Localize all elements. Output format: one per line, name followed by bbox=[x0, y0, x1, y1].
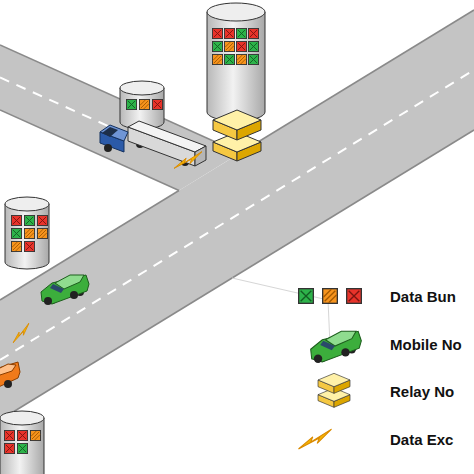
road bbox=[0, 10, 474, 420]
mobile-node bbox=[0, 362, 20, 390]
data-buffer bbox=[0, 411, 44, 474]
data-buffer bbox=[5, 197, 49, 269]
legend-text: Relay No bbox=[390, 383, 454, 401]
data-buffer bbox=[207, 3, 265, 121]
legend-sample bbox=[299, 429, 332, 449]
data-exchange bbox=[174, 152, 202, 169]
legend-sample bbox=[318, 373, 350, 407]
faint-line bbox=[232, 278, 330, 345]
legend-text: Data Exc bbox=[390, 431, 453, 449]
legend-sample bbox=[299, 289, 362, 304]
data-exchange bbox=[8, 323, 33, 343]
legend-text: Mobile No bbox=[390, 336, 462, 354]
mobile-node bbox=[41, 275, 89, 305]
legend-sample bbox=[311, 331, 362, 363]
relay-node bbox=[213, 110, 261, 161]
legend-text: Data Bun bbox=[390, 288, 456, 306]
